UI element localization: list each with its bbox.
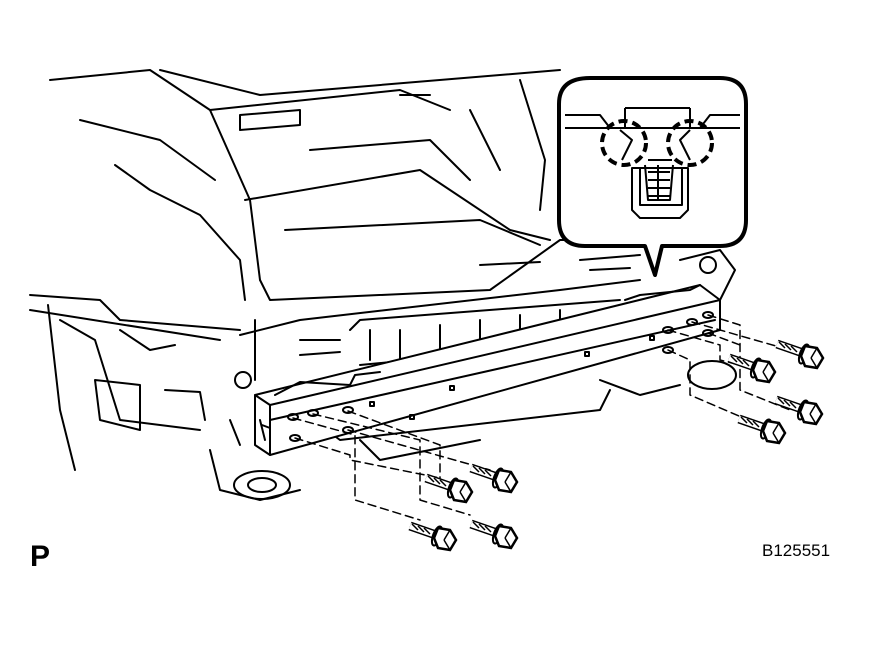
clip-highlight-left — [600, 119, 648, 167]
bolt-left-4 — [471, 522, 517, 548]
bolt-left-2 — [471, 466, 517, 492]
clip-highlight-right — [666, 119, 714, 167]
detail-callout — [557, 76, 748, 277]
bolt-right-3 — [776, 398, 822, 424]
view-label: P — [30, 540, 51, 573]
vehicle-rear-body — [29, 69, 737, 501]
bolt-left-3 — [410, 524, 456, 550]
figure-code: B125551 — [762, 541, 831, 560]
bolt-right-2 — [777, 342, 823, 368]
bolt-left-1 — [426, 476, 472, 502]
bolt-right-4 — [739, 417, 785, 443]
